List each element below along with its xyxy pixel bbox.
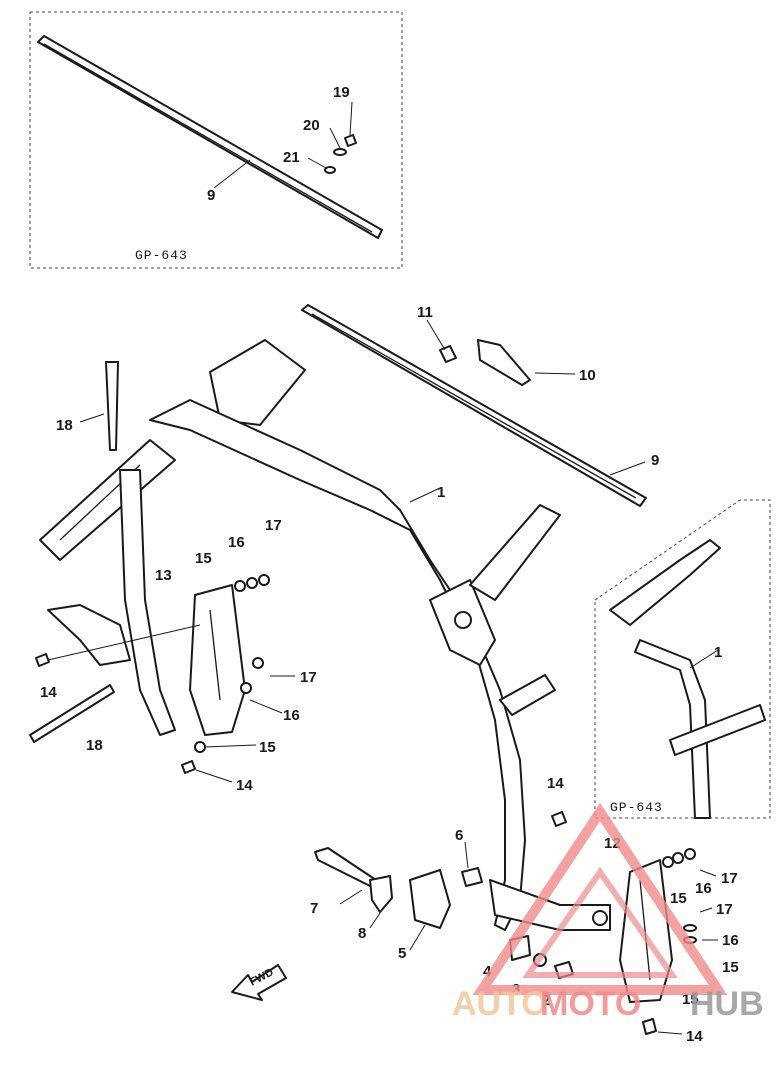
watermark-text-moto: MOTO — [540, 985, 641, 1023]
tie-strap-18-lower — [29, 684, 115, 743]
nut-17a — [258, 574, 270, 586]
bolt-14a — [35, 653, 50, 667]
label-9-top: 9 — [207, 187, 215, 204]
label-10: 10 — [579, 367, 596, 384]
fairing-stay-main: 1 — [39, 339, 611, 931]
bolt-11 — [439, 345, 457, 363]
windscreen-strip-top — [37, 35, 383, 239]
label-15a: 15 — [195, 550, 212, 567]
nut-17b — [252, 657, 264, 669]
bracket-13 — [189, 584, 246, 736]
label-17b: 17 — [300, 669, 317, 686]
watermark-text-auto: AUTO — [452, 985, 548, 1023]
watermark-text-hub: HUB — [690, 985, 764, 1023]
label-7: 7 — [310, 900, 318, 917]
screw-19 — [344, 134, 357, 147]
label-19: 19 — [333, 84, 350, 101]
inset-stay-arm — [609, 539, 721, 626]
stay-clamp — [499, 674, 556, 716]
label-1-main: 1 — [437, 484, 445, 501]
washer-21 — [324, 166, 336, 174]
label-16d: 16 — [722, 932, 739, 949]
watermark-logo-triangle — [472, 802, 728, 995]
label-11: 11 — [417, 304, 433, 321]
bolt-14d — [642, 1018, 657, 1035]
label-17a: 17 — [265, 517, 282, 534]
label-20: 20 — [303, 117, 320, 134]
left-clamp — [47, 604, 131, 666]
label-5: 5 — [398, 945, 406, 962]
washer-16c — [672, 852, 684, 864]
washer-16a — [246, 577, 258, 589]
label-17d: 17 — [716, 901, 733, 918]
label-18-lower: 18 — [86, 737, 103, 754]
label-15d: 15 — [722, 959, 739, 976]
windscreen-strip-main: 11 10 9 — [301, 304, 659, 507]
label-17c: 17 — [721, 870, 738, 887]
label-15c: 15 — [670, 890, 687, 907]
nut-17c — [684, 848, 696, 860]
bolt-14c — [551, 811, 567, 827]
label-6: 6 — [455, 827, 463, 844]
label-8: 8 — [358, 925, 366, 942]
inset-right: 1 GP-643 — [594, 499, 771, 819]
label-14d: 14 — [686, 1028, 703, 1045]
label-2: 2 — [542, 992, 550, 1009]
stay-left-leg — [119, 469, 176, 736]
label-15b: 15 — [259, 739, 276, 756]
label-21: 21 — [283, 149, 300, 166]
washer-15b — [194, 741, 206, 753]
washer-16b — [240, 682, 252, 694]
washer-15a — [234, 580, 246, 592]
inset-label-top: GP-643 — [135, 248, 188, 263]
tie-strap-18-upper — [105, 361, 119, 451]
lower-center-parts: 7 8 5 6 4 3 2 14 — [310, 775, 574, 1009]
stay-main-pipe — [149, 399, 526, 931]
label-14c: 14 — [547, 775, 564, 792]
bracket-10 — [477, 339, 531, 386]
label-14a: 14 — [40, 684, 57, 701]
left-side-parts: 18 13 15 16 17 17 16 15 14 18 14 — [29, 361, 317, 794]
fwd-arrow: FWD — [231, 964, 287, 1001]
inset-top: GP-643 19 20 21 9 — [29, 11, 403, 269]
label-15e: 15 — [682, 991, 699, 1008]
label-18-upper: 18 — [56, 417, 73, 434]
label-9-main: 9 — [651, 452, 659, 469]
washer-15c — [662, 856, 674, 868]
label-4: 4 — [483, 963, 492, 980]
washer-20 — [333, 148, 347, 156]
inset-label-right: GP-643 — [610, 800, 663, 815]
bolt-14b — [181, 760, 196, 774]
watermark: AUTO MOTO HUB — [452, 802, 764, 1023]
label-16b: 16 — [283, 707, 300, 724]
label-16a: 16 — [228, 534, 245, 551]
stay-upper-plate — [209, 339, 306, 426]
label-14b: 14 — [236, 777, 253, 794]
nut-17d — [683, 924, 697, 932]
bolt-7 — [314, 847, 377, 887]
collar-6 — [461, 867, 483, 887]
label-13: 13 — [155, 567, 172, 584]
washer-8 — [369, 875, 393, 913]
mount-5 — [409, 869, 451, 929]
inset-stay-pipe — [634, 639, 711, 819]
label-16c: 16 — [695, 880, 712, 897]
label-1-inset: 1 — [714, 644, 722, 661]
stay-right-arm — [469, 504, 561, 601]
inset-clamp — [669, 704, 766, 756]
stay-left-arm — [39, 439, 176, 561]
stay-lower-bracket — [489, 879, 611, 931]
